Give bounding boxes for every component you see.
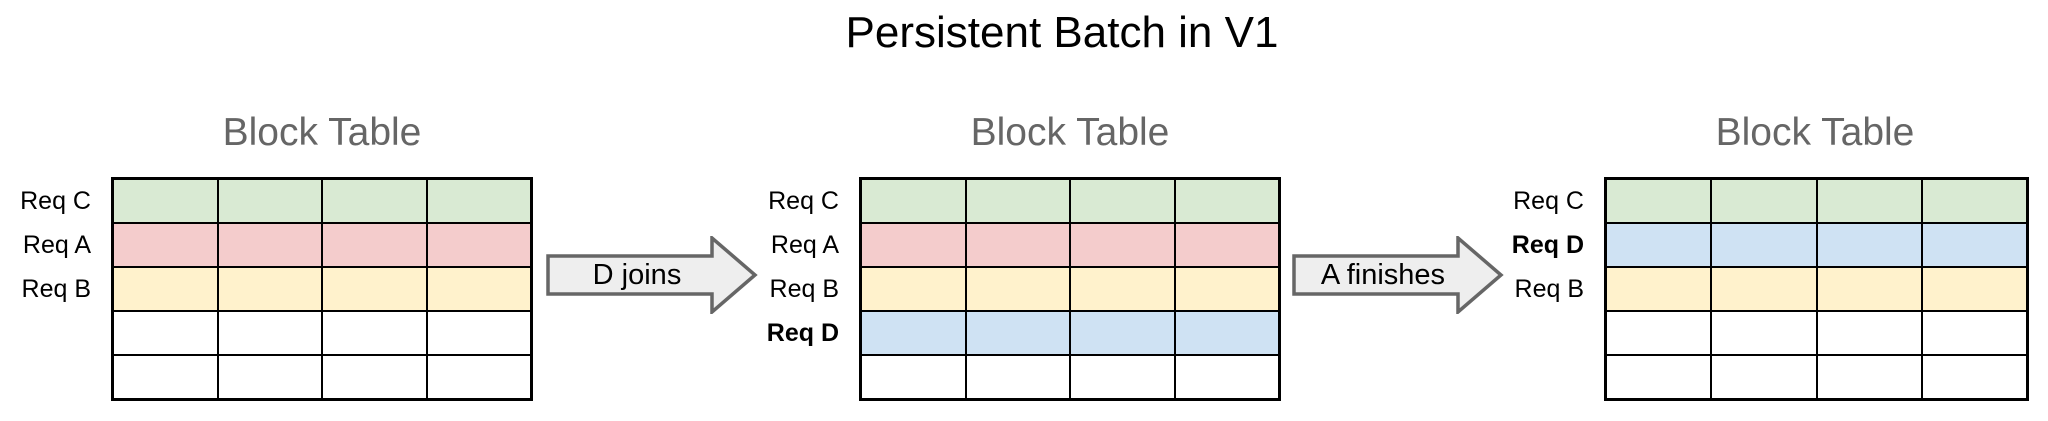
block-row-req-d: Req D [1512,224,2026,268]
block-row-req-b: Req B [770,268,1279,312]
block-cell [323,180,428,222]
block-cell [862,356,967,398]
block-table-title: Block Table [222,111,422,154]
block-cell [1923,356,2026,398]
block-cell [1923,180,2026,222]
block-row-req-d: Req D [767,312,1279,356]
block-row-req-b: Req B [22,268,531,312]
block-cell [1071,268,1176,310]
block-cell [1176,268,1279,310]
block-cell [114,312,219,354]
block-cell [967,356,1071,398]
block-cell [323,312,428,354]
arrow-label: D joins [592,258,682,291]
block-cell [1712,224,1818,266]
block-cell [1818,312,1923,354]
block-cell [1712,356,1818,398]
block-cell [1712,180,1818,222]
block-cell [967,268,1071,310]
block-cell [323,356,428,398]
block-table-title: Block Table [970,111,1170,154]
row-label-req-a: Req A [770,230,839,259]
block-row-req-c: Req C [20,180,531,224]
block-cell [114,356,219,398]
block-cell [114,180,219,222]
diagram-title: Persistent Batch in V1 [845,8,1279,57]
row-label-req-c: Req C [768,186,839,215]
d-joins-arrow: D joins [546,236,758,314]
block-cell [1176,356,1279,398]
block-row-req-a: Req A [771,224,1279,268]
block-row-empty [862,356,1278,398]
block-cell [1607,356,1713,398]
block-row-empty [1607,312,2026,356]
block-cell [967,312,1071,354]
block-cell [862,268,967,310]
block-cell [1071,224,1176,266]
row-label-req-c: Req C [1513,186,1584,215]
block-cell [428,180,531,222]
block-cell [1071,356,1176,398]
block-cell [862,180,967,222]
block-cell [114,268,219,310]
block-cell [1607,312,1713,354]
block-cell [428,268,531,310]
arrow-label: A finishes [1320,258,1446,291]
block-cell [219,312,323,354]
block-row-req-a: Req A [23,224,531,268]
block-cell [114,224,219,266]
block-row-empty [114,356,530,398]
a-finishes-arrow: A finishes [1292,236,1504,314]
block-cell [1818,268,1923,310]
block-row-req-c: Req C [768,180,1279,224]
block-cell [1818,356,1923,398]
block-cell [1923,224,2026,266]
row-label-req-d: Req D [1511,230,1584,259]
block-row-req-b: Req B [1515,268,2026,312]
block-cell [219,268,323,310]
row-label-req-b: Req B [21,274,91,303]
block-cell [1818,224,1923,266]
block-table-1: Req C Req A Req B [20,177,533,401]
block-cell [1923,312,2026,354]
block-cell [1923,268,2026,310]
block-cell [862,224,967,266]
block-cell [428,224,531,266]
right-arrow-icon [1292,236,1504,314]
block-cell [219,356,323,398]
row-label-req-c: Req C [20,186,91,215]
row-label-req-b: Req B [1514,274,1584,303]
block-table-2: Req C Req A Req B Req D [767,177,1281,401]
block-cell [1071,180,1176,222]
block-cell [1607,180,1713,222]
row-label-req-a: Req A [22,230,91,259]
block-cell [219,180,323,222]
block-cell [219,224,323,266]
block-table-title: Block Table [1715,111,1915,154]
row-label-req-d: Req D [766,318,839,347]
block-cell [1607,268,1713,310]
block-cell [1176,312,1279,354]
block-cell [428,312,531,354]
block-cell [1176,224,1279,266]
block-cell [1712,312,1818,354]
block-cell [967,224,1071,266]
block-row-req-c: Req C [1513,180,2026,224]
block-cell [862,312,967,354]
block-cell [1712,268,1818,310]
block-cell [1071,312,1176,354]
block-cell [428,356,531,398]
block-cell [1818,180,1923,222]
row-label-req-b: Req B [769,274,839,303]
block-cell [1607,224,1713,266]
block-table-3: Req C Req D Req B [1512,177,2029,401]
block-cell [323,224,428,266]
block-row-empty [114,312,530,356]
block-row-empty [1607,356,2026,398]
right-arrow-icon [546,236,758,314]
block-cell [967,180,1071,222]
block-cell [323,268,428,310]
block-cell [1176,180,1279,222]
